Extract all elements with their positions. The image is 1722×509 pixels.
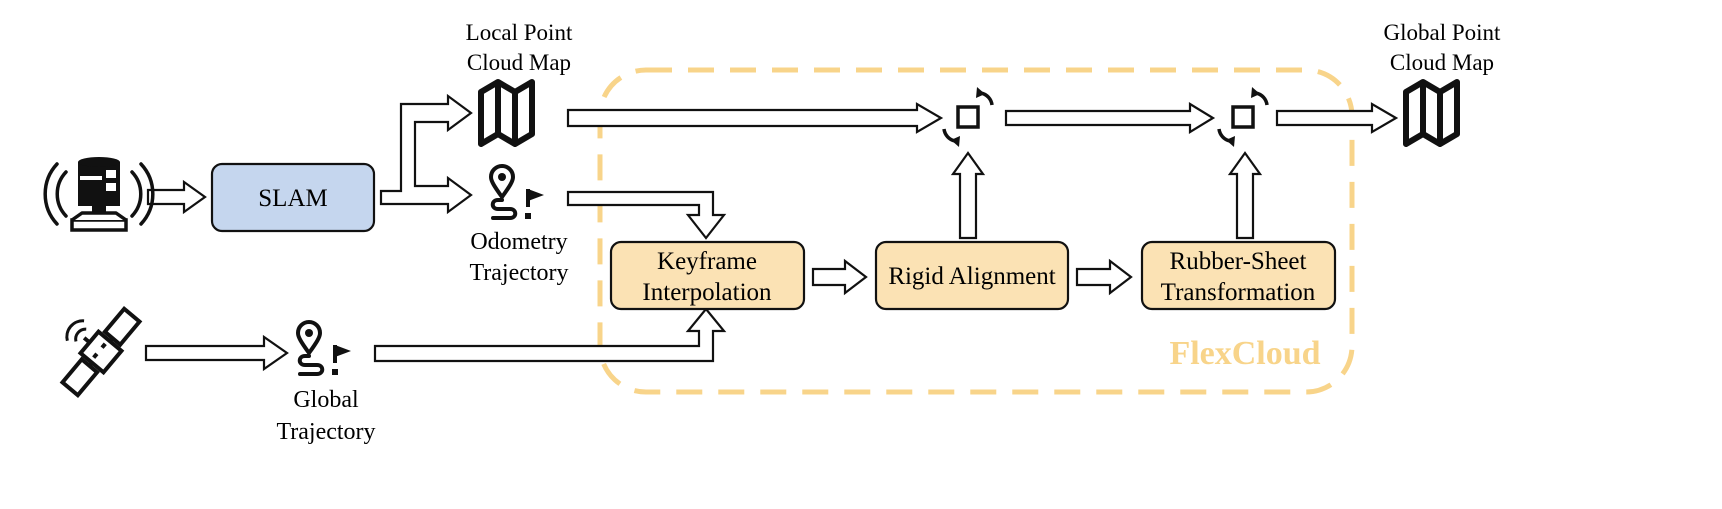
arrow-transform-to-global-map	[1275, 102, 1399, 134]
flexcloud-region	[597, 67, 1355, 395]
rubber-label-1: Rubber-Sheet	[1170, 248, 1307, 275]
odometry-label-2: Trajectory	[469, 260, 568, 286]
arrow-trajectory-to-keyframe	[373, 307, 727, 363]
rigid-alignment-box: Rigid Alignment	[874, 240, 1070, 311]
global-map-label-1: Global Point	[1384, 20, 1502, 45]
rubber-label-2: Transformation	[1161, 279, 1316, 306]
transform-icon-1	[942, 85, 994, 149]
local-map-label-2: Cloud Map	[467, 50, 571, 75]
odometry-label-1: Odometry	[470, 229, 567, 255]
arrow-map-to-transform	[566, 102, 944, 134]
flexcloud-label: FlexCloud	[1169, 335, 1320, 372]
arrow-rubber-to-transform	[1227, 151, 1263, 240]
satellite-icon	[59, 305, 143, 399]
local-map-icon	[481, 82, 532, 144]
transform-icon-2	[1217, 85, 1269, 149]
arrow-keyframe-to-rigid	[811, 258, 868, 296]
arrow-slam-split	[379, 93, 473, 215]
arrow-rigid-to-rubber	[1075, 258, 1133, 296]
arrow-transform-to-transform	[1004, 102, 1216, 134]
keyframe-interpolation-box: Keyframe Interpolation	[609, 240, 806, 311]
rigid-label: Rigid Alignment	[888, 263, 1055, 290]
arrows	[144, 93, 1399, 372]
keyframe-label-2: Interpolation	[642, 279, 772, 306]
arrow-rigid-to-transform	[950, 151, 986, 240]
global-trajectory-label-1: Global	[293, 387, 359, 413]
arrow-satellite-to-trajectory	[144, 334, 289, 372]
odometry-trajectory-icon	[489, 164, 546, 221]
keyframe-label-1: Keyframe	[657, 248, 757, 275]
arrow-odometry-to-keyframe	[566, 190, 727, 240]
global-map-icon	[1406, 82, 1457, 144]
rubber-sheet-box: Rubber-Sheet Transformation	[1140, 240, 1337, 311]
global-map-label-2: Cloud Map	[1390, 50, 1494, 75]
slam-box: SLAM	[210, 162, 376, 233]
slam-label: SLAM	[258, 185, 327, 212]
local-map-label-1: Local Point	[466, 20, 573, 45]
arrow-sensor-to-slam	[146, 179, 207, 215]
lidar-sensor-icon	[43, 157, 155, 232]
global-trajectory-label-2: Trajectory	[276, 419, 375, 445]
global-trajectory-icon	[296, 320, 353, 377]
